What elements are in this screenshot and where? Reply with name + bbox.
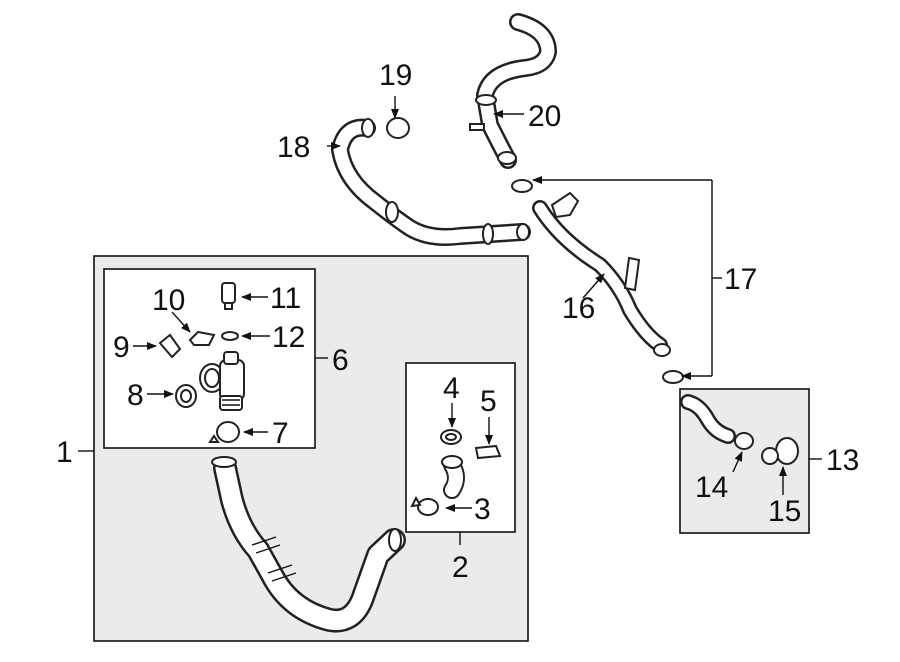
callout-10: 10 xyxy=(152,284,185,317)
callout-8: 8 xyxy=(127,379,144,412)
callout-9: 9 xyxy=(113,331,130,364)
callout-2: 2 xyxy=(452,551,469,584)
clamp-part-7 xyxy=(208,421,240,443)
o-ring-part-8 xyxy=(175,384,197,408)
callout-15: 15 xyxy=(768,495,801,528)
clamp-lower-17 xyxy=(662,370,684,384)
callout-6: 6 xyxy=(332,344,349,377)
callout-16: 16 xyxy=(562,292,595,325)
sensor-part-11 xyxy=(221,282,236,310)
o-ring-part-4 xyxy=(440,429,462,445)
callout-12: 12 xyxy=(272,321,305,354)
hose-part-20 xyxy=(469,13,557,169)
connector-part-15 xyxy=(761,437,799,465)
clip-part-10 xyxy=(188,330,216,346)
clamp-part-3 xyxy=(410,495,439,516)
callout-4: 4 xyxy=(443,372,460,405)
callout-19: 19 xyxy=(379,59,412,92)
callout-labels: 1 2 3 4 5 6 7 8 9 10 11 12 13 14 15 16 1… xyxy=(56,59,859,584)
clamp-part-19 xyxy=(386,117,410,139)
callout-5: 5 xyxy=(480,385,497,418)
o-ring-part-12 xyxy=(221,331,239,341)
hose-part-18 xyxy=(331,118,531,246)
pipe-part-16 xyxy=(532,191,671,357)
callout-20: 20 xyxy=(528,100,561,133)
callout-18: 18 xyxy=(277,131,310,164)
elbow-connector xyxy=(441,455,465,499)
clamp-upper-17 xyxy=(511,179,533,193)
clamp-part-14 xyxy=(734,432,754,450)
callout-14: 14 xyxy=(695,471,728,504)
leader-lines xyxy=(78,96,822,545)
connector-housing xyxy=(199,351,245,411)
clip-part-5 xyxy=(474,444,502,460)
callout-3: 3 xyxy=(474,493,491,526)
callout-11: 11 xyxy=(270,282,301,315)
callout-1: 1 xyxy=(56,436,73,469)
lower-coolant-hose xyxy=(211,456,406,633)
assembly-6-box xyxy=(103,268,316,449)
hose-part-13 xyxy=(680,394,736,444)
callout-17: 17 xyxy=(724,263,757,296)
callout-13: 13 xyxy=(826,444,859,477)
clip-part-9 xyxy=(158,333,182,359)
callout-7: 7 xyxy=(272,417,289,450)
